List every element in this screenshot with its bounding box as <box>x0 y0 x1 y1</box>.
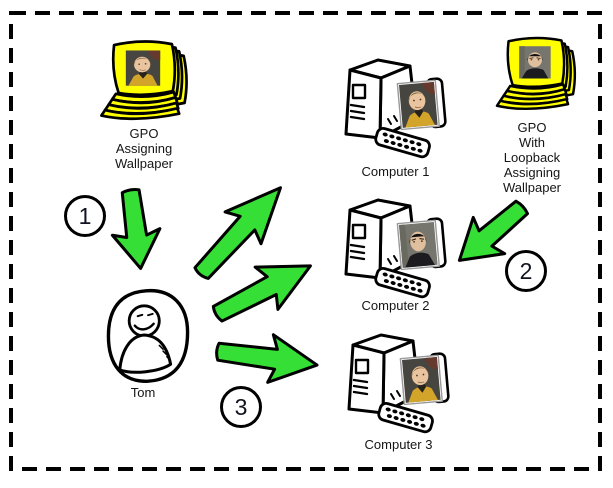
computer-3-label: Computer 3 <box>364 437 433 452</box>
kirk-photo <box>125 50 161 87</box>
step-3-badge: 3 <box>220 386 262 428</box>
user-tom <box>100 287 196 390</box>
step-1-number: 1 <box>78 202 92 229</box>
gpo-left-label: GPO Assigning Wallpaper <box>114 126 174 171</box>
desktop-computer-icon <box>347 333 451 435</box>
sticky-notes-icon <box>100 40 188 121</box>
gpo-right-label: GPO With Loopback Assigning Wallpaper <box>502 120 562 195</box>
computer-3 <box>336 332 461 452</box>
gpo-assigning-wallpaper <box>94 36 192 135</box>
desktop-computer-icon <box>344 58 448 160</box>
kirk-wallpaper-portrait <box>398 81 439 129</box>
person-figure-icon <box>106 289 190 383</box>
computer-2-label: Computer 2 <box>361 298 430 313</box>
step-2-badge: 2 <box>505 250 547 292</box>
spock-wallpaper-portrait <box>398 221 439 269</box>
user-tom-label: Tom <box>130 385 156 400</box>
computer-1-label: Computer 1 <box>361 164 430 179</box>
gpo-loopback-assigning-wallpaper <box>490 33 580 124</box>
spock-photo <box>518 45 552 79</box>
computer-1 <box>333 57 458 177</box>
step-3-number: 3 <box>234 393 248 420</box>
step-1-badge: 1 <box>64 195 106 237</box>
arrow-tom-to-computer3-icon <box>211 325 322 391</box>
arrow-step1-gpo-to-tom-icon <box>105 185 166 273</box>
step-2-number: 2 <box>519 257 533 284</box>
desktop-computer-icon <box>344 198 448 300</box>
kirk-wallpaper-portrait <box>401 356 442 404</box>
sticky-notes-icon <box>495 36 577 110</box>
dashed-border <box>9 11 602 471</box>
